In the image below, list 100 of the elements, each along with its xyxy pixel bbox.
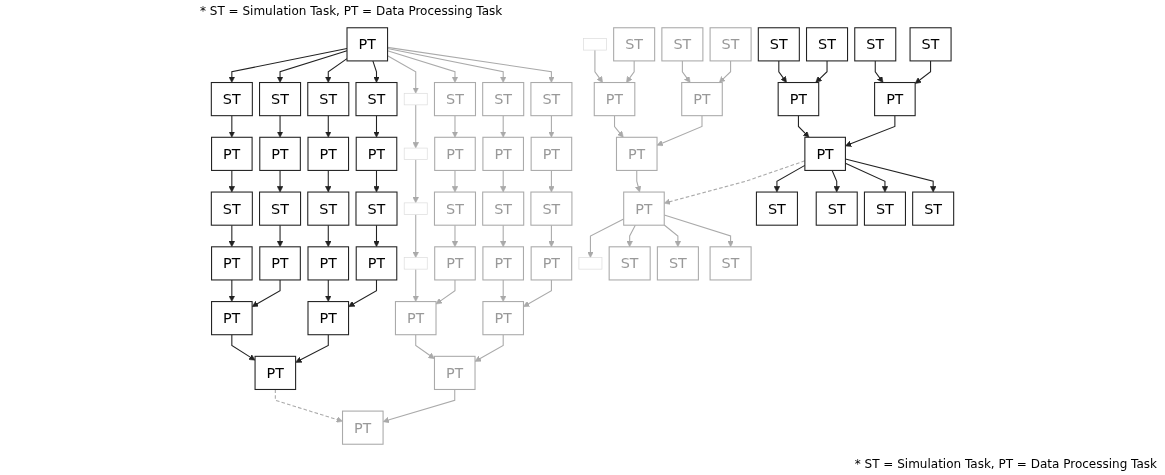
node-box: ST xyxy=(815,191,858,226)
node-box: PT xyxy=(434,246,476,281)
node-box: ST xyxy=(482,82,525,117)
node-box: ST xyxy=(307,82,350,117)
node-box: PT xyxy=(777,82,820,117)
node-box: PT xyxy=(623,191,665,226)
arrow xyxy=(874,60,884,83)
node-box xyxy=(403,147,428,160)
arrow xyxy=(831,169,840,193)
arrow xyxy=(228,169,235,193)
arrow xyxy=(548,115,555,138)
node-box: ST xyxy=(355,82,398,117)
node-box: ST xyxy=(661,27,704,62)
node-box: PT xyxy=(341,410,384,445)
node-box: PT xyxy=(211,136,253,171)
arrow xyxy=(626,224,636,248)
arrow xyxy=(373,169,380,193)
node-box: ST xyxy=(608,246,651,281)
arrow xyxy=(635,169,642,193)
node-box: PT xyxy=(346,27,389,62)
arrow xyxy=(295,334,329,363)
arrow xyxy=(435,279,456,305)
node-box: ST xyxy=(755,191,798,226)
node-box: ST xyxy=(912,191,955,226)
arrow xyxy=(325,58,348,83)
arrow xyxy=(797,115,810,138)
node-box xyxy=(403,92,428,106)
node-box: PT xyxy=(259,136,301,171)
arrow xyxy=(228,224,235,248)
arrow xyxy=(663,224,682,248)
arrow xyxy=(231,334,256,361)
arrow xyxy=(228,47,348,83)
node-box: ST xyxy=(433,191,477,226)
arrow xyxy=(325,169,332,193)
arrow xyxy=(348,279,378,307)
arrow xyxy=(500,279,507,302)
arrow xyxy=(415,334,435,359)
arrow xyxy=(500,169,507,193)
arrow xyxy=(387,50,459,83)
node-box: PT xyxy=(874,82,916,117)
node-box xyxy=(403,202,428,215)
arrow xyxy=(373,224,380,248)
arrow xyxy=(815,60,828,83)
arrow xyxy=(325,115,332,138)
legend-note: * ST = Simulation Task, PT = Data Processing Task xyxy=(200,4,503,18)
node-box xyxy=(403,257,428,270)
arrow xyxy=(614,115,624,138)
node-box: ST xyxy=(355,191,398,226)
arrow xyxy=(412,159,419,204)
arrow xyxy=(778,60,787,83)
node-box: PT xyxy=(530,136,573,171)
node-box: ST xyxy=(433,82,477,117)
arrow xyxy=(387,47,507,83)
node-box xyxy=(578,257,603,270)
arrow xyxy=(845,115,896,147)
node-box xyxy=(583,38,607,51)
node-box: PT xyxy=(681,82,723,117)
arrow xyxy=(451,169,459,193)
arrow xyxy=(325,279,332,302)
arrow xyxy=(451,224,459,248)
arrow xyxy=(500,224,507,248)
arrow xyxy=(387,46,555,83)
node-box: ST xyxy=(909,27,952,62)
arrow xyxy=(594,49,603,83)
arrow xyxy=(274,388,343,423)
arrow xyxy=(914,60,932,84)
node-box: ST xyxy=(530,82,573,117)
arrow xyxy=(500,115,507,138)
arrow xyxy=(373,115,380,138)
node-box: PT xyxy=(530,246,573,281)
node-box: PT xyxy=(307,246,350,281)
node-box: ST xyxy=(259,82,302,117)
arrow xyxy=(228,115,235,138)
arrow xyxy=(451,115,459,138)
arrow xyxy=(276,115,284,138)
node-box: ST xyxy=(709,246,752,281)
node-box: PT xyxy=(211,301,253,336)
node-box: ST xyxy=(210,191,253,226)
node-box: PT xyxy=(434,136,476,171)
arrow xyxy=(681,60,691,83)
node-box: ST xyxy=(757,27,800,62)
node-box: PT xyxy=(259,246,301,281)
arrow xyxy=(719,60,732,83)
node-box: ST xyxy=(709,27,752,62)
node-box: PT xyxy=(615,136,658,171)
arrow xyxy=(387,55,419,94)
node-box: PT xyxy=(482,136,524,171)
node-box: PT xyxy=(804,136,846,171)
arrow xyxy=(626,60,635,83)
node-box: PT xyxy=(482,301,524,336)
node-box: ST xyxy=(854,27,897,62)
arrow xyxy=(372,60,380,83)
node-box: ST xyxy=(210,82,253,117)
node-box: PT xyxy=(307,301,350,336)
node-box: ST xyxy=(482,191,525,226)
node-box: ST xyxy=(863,191,906,226)
arrow xyxy=(228,279,235,302)
arrow xyxy=(548,224,555,248)
node-box: PT xyxy=(211,246,253,281)
node-box: ST xyxy=(259,191,302,226)
